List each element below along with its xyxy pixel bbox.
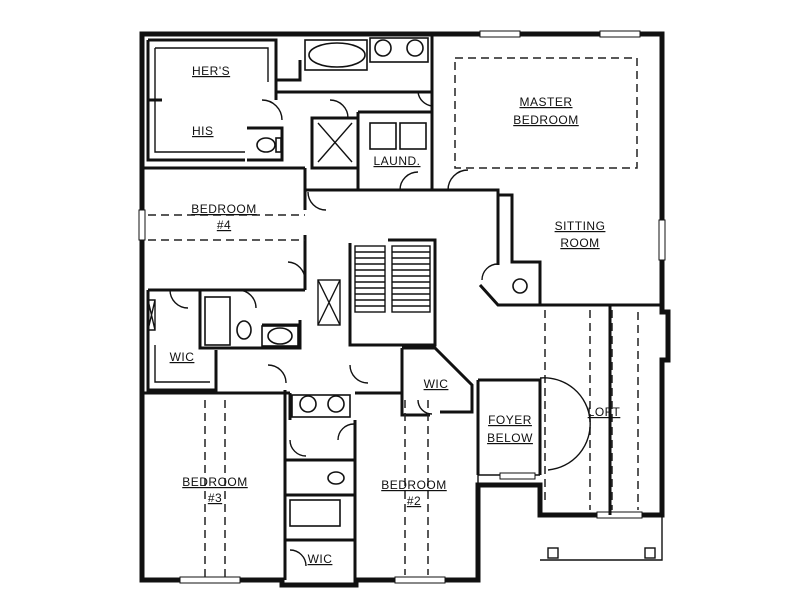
label-bedroom3-line1: BEDROOM xyxy=(182,475,248,489)
label-bedroom2-line2: #2 xyxy=(407,494,421,508)
label-master-line2: BEDROOM xyxy=(513,113,579,127)
label-sitting-line1: SITTING xyxy=(555,219,606,233)
label-bedroom2-line1: BEDROOM xyxy=(381,478,447,492)
label-wic-bottom: WIC xyxy=(308,552,333,566)
label-bedroom3-line2: #3 xyxy=(208,491,222,505)
label-loft: LOFT xyxy=(588,405,621,419)
bathtub-oval xyxy=(308,42,366,68)
label-bedroom4-line2: #4 xyxy=(217,218,231,232)
ceiling-lines xyxy=(148,57,639,578)
label-wic-center: WIC xyxy=(424,377,449,391)
doors xyxy=(169,91,591,567)
fixtures xyxy=(147,37,656,559)
label-foyer-line2: BELOW xyxy=(487,431,533,445)
staircase xyxy=(317,245,431,326)
label-sitting-line2: ROOM xyxy=(560,236,599,250)
label-master-line1: MASTER xyxy=(519,95,572,109)
room-labels: HER'S HIS MASTER BEDROOM LAUND. BEDROOM … xyxy=(170,64,621,566)
label-wic-left: WIC xyxy=(170,350,195,364)
windows xyxy=(138,30,666,584)
label-bedroom4-line1: BEDROOM xyxy=(191,202,257,216)
interior-walls xyxy=(142,34,662,580)
label-laundry: LAUND. xyxy=(373,154,420,168)
label-his: HIS xyxy=(192,124,214,138)
label-hers: HER'S xyxy=(192,64,230,78)
label-foyer-line1: FOYER xyxy=(488,413,532,427)
